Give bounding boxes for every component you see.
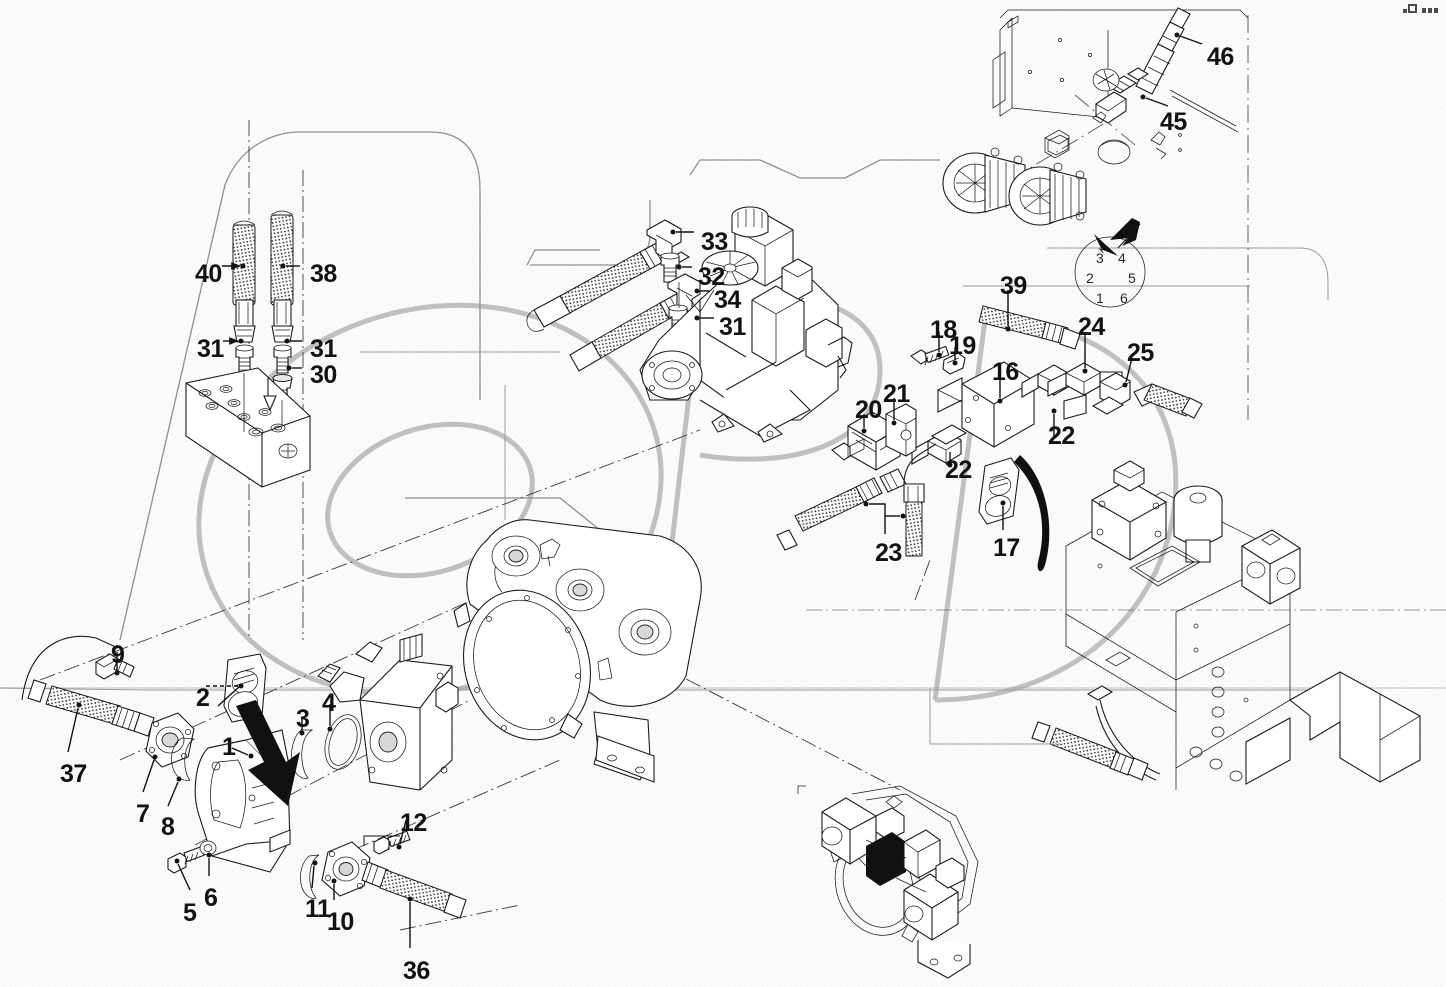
callout-number-31: 31 [719,313,746,341]
hose-37 [27,679,155,737]
callout-number-31: 31 [310,335,337,363]
flange-10 [321,841,371,897]
callout-number-31: 31 [197,335,224,363]
main-pump-4 [317,633,459,791]
callout-number-12: 12 [400,809,427,837]
fitting-32 [660,252,680,283]
hose-upper-center-1 [526,239,673,332]
fitting-23-group [776,468,907,551]
callout-number-5: 5 [183,899,197,927]
ghost-tail [929,688,1060,745]
callout-number-23: 23 [875,539,902,567]
black-fill-part [866,832,906,886]
callout-number-6: 6 [204,884,218,912]
wheel-motor-right [1008,162,1087,226]
callout-number-8: 8 [161,813,175,841]
hose-40-assembly [232,220,256,343]
bolt-18 [910,345,950,366]
callout-number-9: 9 [111,641,125,669]
connector-45 [1092,67,1150,124]
connector-pin-4: 4 [1118,250,1126,266]
callout-number-2: 2 [196,684,210,712]
callout-number-3: 3 [296,705,310,733]
clamp-17 [978,457,1020,525]
leaders-lower-left [67,652,413,948]
valve-block-16 [937,361,1035,448]
leaders-upper-left [222,262,302,432]
connector-pin-6: 6 [1120,290,1128,306]
fitting-31-right [273,344,292,374]
callout-number-18: 18 [930,316,957,344]
callout-number-24: 24 [1078,313,1105,341]
connector-46 [1135,7,1191,95]
callout-number-34: 34 [714,286,741,314]
engine-pump-assembly [639,206,853,443]
hose-bottom-right [1031,721,1149,781]
hose-right-25 [1133,383,1203,419]
elbow-25 [1063,372,1131,420]
bracket-21 [885,403,917,457]
leaders-center [670,229,715,321]
callout-number-30: 30 [310,361,337,389]
seal-11 [300,854,320,899]
oring-4 [324,714,362,770]
callout-number-19: 19 [949,332,976,360]
callout-number-25: 25 [1127,339,1154,367]
callout-number-45: 45 [1160,108,1187,136]
flange-7 [145,712,195,768]
callout-number-37: 37 [60,760,87,788]
callout-number-21: 21 [883,380,910,408]
callout-number-16: 16 [992,358,1019,386]
callout-number-17: 17 [993,534,1020,562]
callout-number-38: 38 [310,260,337,288]
callout-number-11: 11 [305,895,331,923]
hose-39 [978,305,1081,350]
connector-pin-1: 1 [1096,290,1104,306]
callout-number-33: 33 [701,228,728,256]
callout-number-36: 36 [403,957,430,985]
elbow-fitting-34 [667,273,701,314]
fan-wheel [701,250,759,286]
transmission-housing [453,519,702,783]
callout-number-1: 1 [222,733,236,761]
fitting-31-left [235,344,254,374]
callout-number-10: 10 [327,908,354,936]
callout-number-46: 46 [1207,43,1234,71]
seal-3 [291,729,314,779]
callout-number-7: 7 [136,800,150,828]
hose-vertical-23 [903,424,968,557]
hose-38-assembly [270,210,294,343]
connector-pin-5: 5 [1128,270,1136,286]
hydraulic-tank-frame [1065,460,1421,790]
callout-number-40: 40 [195,260,222,288]
callout-number-20: 20 [855,396,882,424]
callout-number-22: 22 [945,456,972,484]
manifold-block [185,367,311,488]
pinout-arrow [1110,218,1140,246]
connector-pin-2: 2 [1086,270,1094,286]
callout-number-32: 32 [698,263,725,291]
callout-number-4: 4 [322,689,336,717]
callout-number-22: 22 [1048,422,1075,450]
fitting-9 [21,635,135,701]
misc-small-parts-upper-right [1047,89,1239,165]
seal-ring-8 [171,737,196,781]
install-arrow [236,700,300,806]
connector-pin-3: 3 [1096,250,1104,266]
corner-artifacts [1403,4,1438,13]
leaders-right [861,32,1203,534]
curved-pointer [1014,455,1050,572]
hose-36 [361,861,467,919]
callout-number-39: 39 [1000,272,1027,300]
detail-inset-pump-mounting [797,785,979,979]
